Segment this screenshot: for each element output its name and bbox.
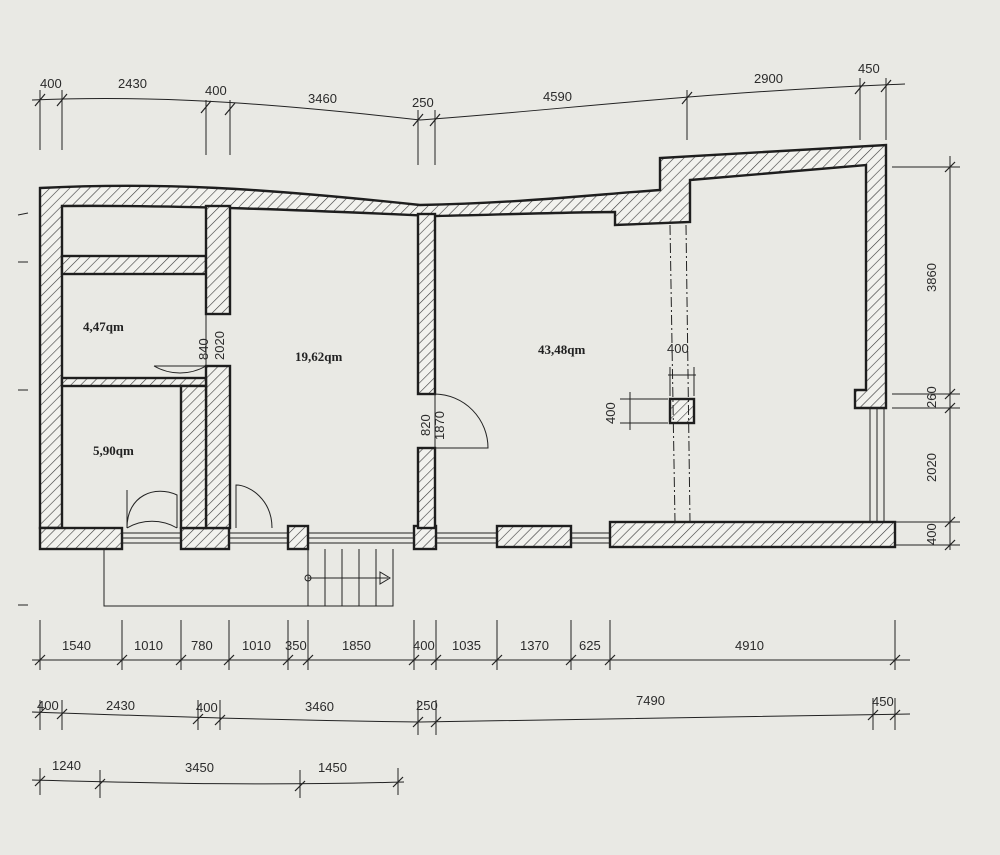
- bottom-wall-left: [38, 526, 124, 551]
- dim-b1-1: 1010: [134, 638, 163, 653]
- dim-b3-0: 1240: [52, 758, 81, 773]
- dim-b3-1: 3450: [185, 760, 214, 775]
- room-area-19-62: 19,62qm: [295, 349, 342, 364]
- dim-top-1: 2430: [118, 76, 147, 91]
- pillar: [668, 397, 696, 425]
- niche-bottom-wall: [60, 254, 208, 276]
- dim-b2-4: 250: [416, 698, 438, 713]
- inner-wall-b-lower: [416, 446, 437, 530]
- dim-top-0: 400: [40, 76, 62, 91]
- dim-b1-10: 4910: [735, 638, 764, 653]
- outer-wall-top-curved: [38, 143, 888, 530]
- inner-wall-b-upper: [416, 212, 437, 396]
- pillar-width-label: 400: [667, 341, 689, 356]
- dim-b2-1: 2430: [106, 698, 135, 713]
- room-area-4-47: 4,47qm: [83, 319, 124, 334]
- dim-top-7: 450: [858, 61, 880, 76]
- dim-b2-6: 450: [872, 694, 894, 709]
- dim-b2-3: 3460: [305, 699, 334, 714]
- door-bottom-left: [126, 490, 178, 529]
- door-19-62: [434, 393, 489, 449]
- dim-b1-0: 1540: [62, 638, 91, 653]
- entrance-stair: [103, 549, 394, 607]
- door-4-47: [153, 314, 207, 374]
- pillar-dimension-lines: [620, 367, 696, 430]
- bottom-wall-right: [608, 520, 897, 549]
- pillar-height-label: 400: [603, 402, 618, 424]
- dim-right-1: 260: [924, 386, 939, 408]
- dim-b1-4: 350: [285, 638, 307, 653]
- dim-b1-7: 1035: [452, 638, 481, 653]
- beam-axis-lines: [669, 224, 691, 523]
- dim-b1-8: 1370: [520, 638, 549, 653]
- door-width-820-label: 820: [418, 414, 433, 436]
- dim-top-4: 250: [412, 95, 434, 110]
- doors: [126, 314, 489, 529]
- dim-right-2: 2020: [924, 453, 939, 482]
- room-area-43-48: 43,48qm: [538, 342, 585, 357]
- dim-b1-9: 625: [579, 638, 601, 653]
- windows: [121, 407, 885, 544]
- inner-wall-a-lower: [204, 364, 232, 530]
- dim-b1-6: 400: [413, 638, 435, 653]
- dim-top-2: 400: [205, 83, 227, 98]
- door-bottom-right: [235, 484, 273, 529]
- bottom-wall-mid-a: [179, 526, 231, 551]
- door-height-2020-label: 2020: [212, 331, 227, 360]
- walls: [38, 143, 897, 551]
- dim-right-0: 3860: [924, 263, 939, 292]
- dim-top-5: 4590: [543, 89, 572, 104]
- dim-top-6: 2900: [754, 71, 783, 86]
- dim-b1-5: 1850: [342, 638, 371, 653]
- dim-b2-2: 400: [196, 700, 218, 715]
- room-area-5-90: 5,90qm: [93, 443, 134, 458]
- dim-b1-3: 1010: [242, 638, 271, 653]
- partition-4-47-5-90: [60, 376, 208, 388]
- inner-wall-a-upper: [204, 204, 232, 316]
- inner-wall-c: [179, 384, 208, 530]
- dim-b1-2: 780: [191, 638, 213, 653]
- door-width-840-label: 840: [196, 338, 211, 360]
- bottom-wall-mid-c: [412, 524, 438, 551]
- dim-b2-5: 7490: [636, 693, 665, 708]
- dim-b2-0: 400: [37, 698, 59, 713]
- bottom-wall-mid-d: [495, 524, 573, 549]
- dim-top-3: 3460: [308, 91, 337, 106]
- dimension-ticks: [34, 79, 956, 792]
- dim-right-3: 400: [924, 523, 939, 545]
- bottom-wall-mid-b: [286, 524, 310, 551]
- door-height-1870-label: 1870: [432, 411, 447, 440]
- dim-b3-2: 1450: [318, 760, 347, 775]
- paper-edge-marks: [17, 212, 29, 606]
